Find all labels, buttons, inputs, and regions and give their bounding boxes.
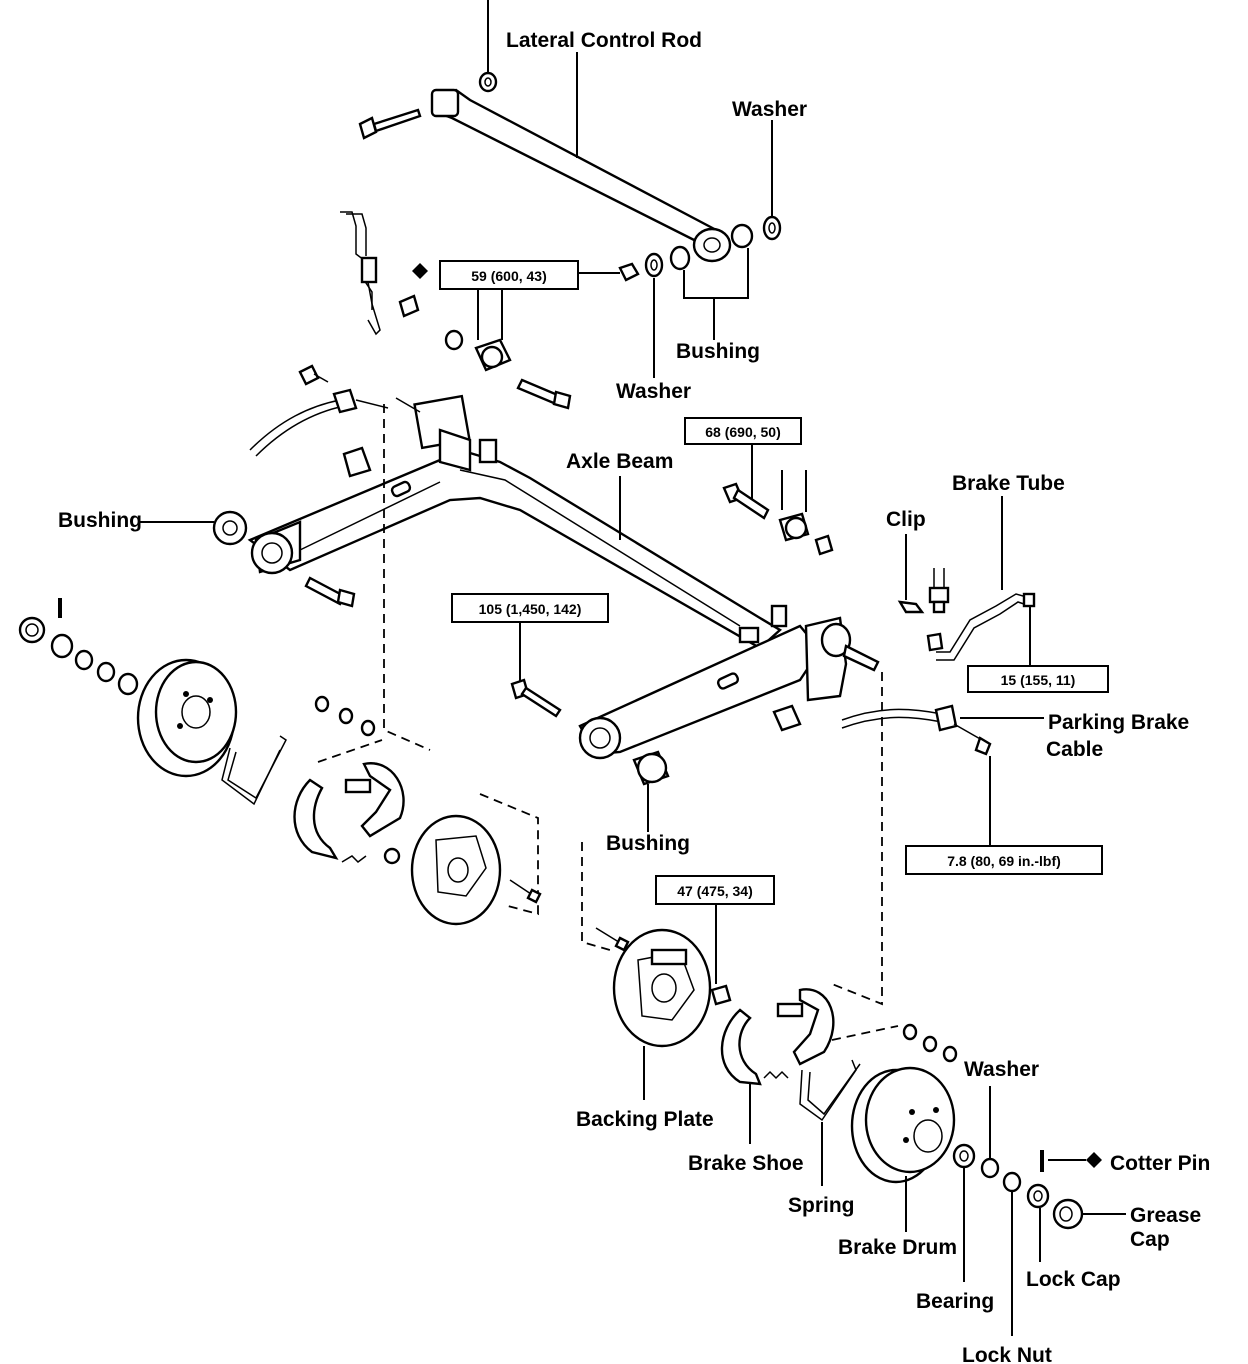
torque-box-47: 47 (475, 34): [655, 875, 775, 905]
label-lateral-control-rod: Lateral Control Rod: [506, 29, 702, 52]
left-washer: [96, 661, 116, 683]
label-axle-beam: Axle Beam: [566, 450, 673, 473]
torque-box-105: 105 (1,450, 142): [451, 593, 609, 623]
label-parking-brake-2: Cable: [1046, 738, 1103, 761]
right-mount-nut: [814, 534, 834, 556]
label-parking-brake-1: Parking Brake: [1048, 711, 1189, 734]
torque-box-59: 59 (600, 43): [412, 260, 579, 290]
lateral-control-rod: [430, 88, 732, 263]
label-washer-top: Washer: [732, 98, 807, 121]
bolt-105: [510, 678, 562, 718]
left-plate-bolt: [509, 879, 542, 904]
right-shoe-spring-small: [763, 1070, 789, 1080]
left-bushing: [212, 510, 248, 546]
long-bolt-mid: [516, 378, 572, 410]
alignment-lines: [317, 404, 899, 1041]
label-brake-shoe: Brake Shoe: [688, 1152, 804, 1175]
label-bushing-left: Bushing: [58, 509, 142, 532]
right-backing-plate: [612, 928, 712, 1048]
right-lock-cap: [1026, 1183, 1050, 1209]
right-mount-bushing: [778, 512, 810, 542]
left-lock-nut: [74, 649, 94, 671]
left-grease-cap: [18, 616, 46, 644]
label-grease-cap-2: Cap: [1130, 1228, 1170, 1251]
label-clip: Clip: [886, 508, 926, 531]
torque-78: 7.8 (80, 69 in.-lbf): [947, 853, 1061, 869]
right-brake-shoe-rear: [776, 988, 835, 1066]
label-lock-nut: Lock Nut: [962, 1344, 1052, 1364]
label-spring: Spring: [788, 1194, 855, 1217]
label-bushing-bottom: Bushing: [606, 832, 690, 855]
label-washer-mid: Washer: [616, 380, 691, 403]
bracket-bushing: [474, 338, 512, 372]
label-cotter-pin: Cotter Pin: [1110, 1152, 1210, 1175]
label-brake-tube: Brake Tube: [952, 472, 1065, 495]
torque-59: 59 (600, 43): [471, 268, 547, 284]
right-grease-cap: [1052, 1198, 1084, 1230]
torque-box-78: 7.8 (80, 69 in.-lbf): [905, 845, 1103, 875]
label-backing-plate: Backing Plate: [576, 1108, 714, 1131]
label-washer-bottom: Washer: [964, 1058, 1039, 1081]
label-grease-cap-1: Grease: [1130, 1204, 1201, 1227]
right-washer: [980, 1157, 1000, 1179]
torque-68: 68 (690, 50): [705, 424, 781, 440]
right-spindle-plate: [770, 604, 880, 702]
right-lock-nut: [1002, 1171, 1022, 1193]
label-bearing: Bearing: [916, 1290, 994, 1313]
clip-part: [897, 600, 925, 614]
bushing-bottom-part: [632, 750, 670, 786]
parking-brake-cable-part: [841, 704, 992, 756]
left-bearing: [117, 672, 139, 696]
right-brake-drum: [850, 1066, 956, 1184]
bushing-top-parts: [669, 223, 754, 271]
nut-59: [618, 262, 640, 282]
right-brake-shoe-front: [720, 1008, 762, 1086]
right-spring: [799, 1059, 861, 1122]
left-lock-cap: [50, 633, 74, 659]
left-bolt-upper: [298, 364, 329, 386]
rod-bolt: [358, 108, 422, 140]
label-lock-cap: Lock Cap: [1026, 1268, 1121, 1291]
brake-line-bracket: [340, 211, 420, 336]
left-small-bushing: [342, 446, 372, 478]
right-small-bushing: [772, 704, 802, 732]
diamond-icon: [412, 263, 428, 279]
bolt-47: [710, 984, 732, 1006]
left-bolt-lower: [304, 576, 356, 608]
left-parking-cable: [249, 388, 421, 457]
washer-top-part: [762, 215, 782, 241]
torque-box-68: 68 (690, 50): [684, 417, 802, 445]
torque-47: 47 (475, 34): [677, 883, 753, 899]
hose-fitting: [928, 568, 950, 614]
left-trailing-arm: [250, 520, 302, 575]
right-plate-bolt: [595, 927, 630, 952]
torque-105: 105 (1,450, 142): [479, 601, 582, 617]
left-backing-plate: [410, 814, 502, 926]
diamond-icon: [1086, 1152, 1102, 1168]
left-small-parts: [314, 695, 401, 865]
right-trailing-arm: [578, 624, 822, 760]
left-brake-drum: [136, 658, 238, 778]
left-brake-shoe-rear: [344, 762, 405, 838]
torque-box-15: 15 (155, 11): [967, 665, 1109, 693]
axle-beam: [247, 394, 783, 650]
left-brake-shoe-front: [293, 778, 339, 860]
left-spring: [221, 735, 287, 806]
right-bearing: [952, 1143, 976, 1169]
washer-mid-part: [644, 252, 664, 278]
rod-nut: [478, 71, 498, 93]
label-bushing-top: Bushing: [676, 340, 760, 363]
small-collar: [444, 329, 464, 351]
brake-tube-part: [926, 592, 1036, 661]
label-brake-drum: Brake Drum: [838, 1236, 957, 1259]
torque-15: 15 (155, 11): [1001, 672, 1076, 688]
right-mount-bolt: [722, 482, 770, 520]
right-small-parts: [902, 1023, 958, 1063]
